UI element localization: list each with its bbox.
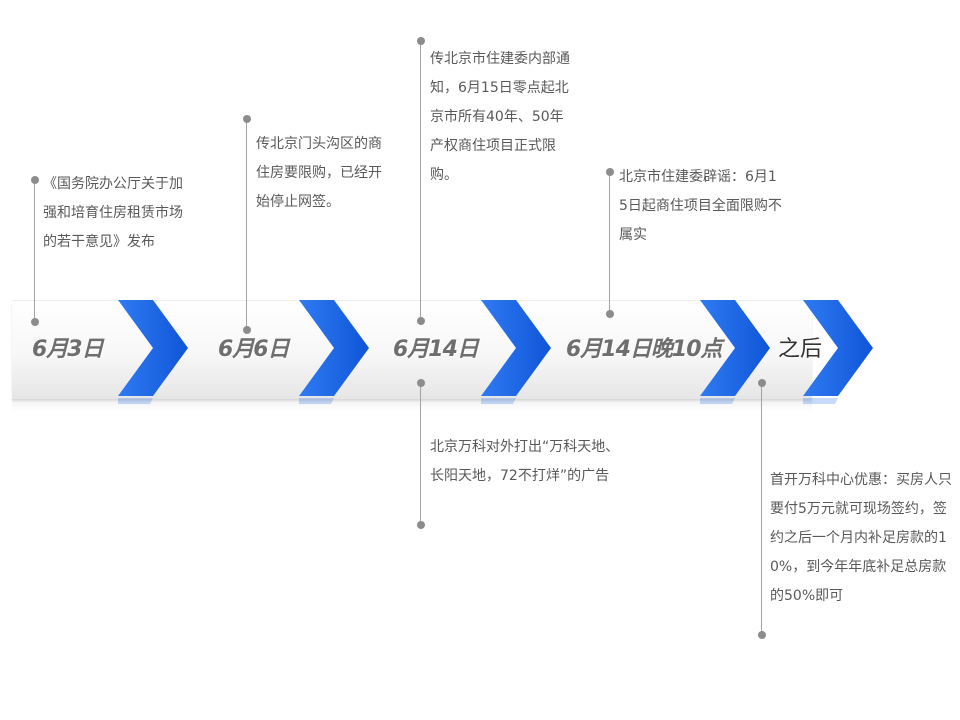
milestone-note-1: 《国务院办公厅关于加强和培育住房租赁市场的若干意见》发布: [43, 176, 183, 250]
connector-line-3: [420, 41, 421, 321]
chevron-right-icon: [481, 300, 551, 404]
connector-dot-bottom-3: [417, 317, 425, 325]
milestone-date-3: 6月14日: [393, 337, 479, 362]
connector-dot-top-2: [243, 115, 251, 123]
connector-dot-bottom-2: [243, 326, 251, 334]
milestone-note-4: 北京市住建委辟谣：6月15日起商住项目全面限购不属实: [619, 169, 782, 243]
chevron-right-icon: [803, 300, 873, 404]
chevron-right-icon: [700, 300, 770, 404]
connector-dot-top-1: [31, 176, 39, 184]
milestone-note-3b: 北京万科对外打出“万科天地、长阳天地，72不打烊”的广告: [430, 439, 620, 484]
connector-dot-bottom-4: [606, 310, 614, 318]
connector-dot-bottom-5: [758, 631, 766, 639]
connector-dot-bottom-3b: [417, 521, 425, 529]
milestone-date-5: 之后: [778, 337, 823, 362]
connector-dot-bottom-1: [31, 318, 39, 326]
connector-line-2: [246, 119, 247, 330]
connector-line-5: [761, 383, 762, 635]
milestone-date-4: 6月14日晚10点: [566, 337, 723, 362]
connector-dot-top-3: [417, 37, 425, 45]
timeline-band-reflection: [12, 399, 812, 411]
milestone-note-5: 首开万科中心优惠：买房人只要付5万元就可现场签约，签约之后一个月内补足房款的10…: [770, 472, 952, 604]
milestone-date-1: 6月3日: [32, 337, 104, 362]
milestone-note-2: 传北京门头沟区的商住房要限购，已经开始停止网签。: [256, 136, 382, 210]
connector-line-4: [609, 172, 610, 314]
connector-dot-top-4: [606, 168, 614, 176]
chevron-right-icon: [299, 300, 369, 404]
connector-dot-top-5: [758, 379, 766, 387]
milestone-date-2: 6月6日: [218, 337, 290, 362]
milestone-note-3: 传北京市住建委内部通知，6月15日零点起北京市所有40年、50年产权商住项目正式…: [430, 51, 570, 183]
chevron-right-icon: [118, 300, 188, 404]
connector-dot-top-3b: [417, 379, 425, 387]
connector-line-3b: [420, 383, 421, 525]
connector-line-1: [34, 180, 35, 322]
